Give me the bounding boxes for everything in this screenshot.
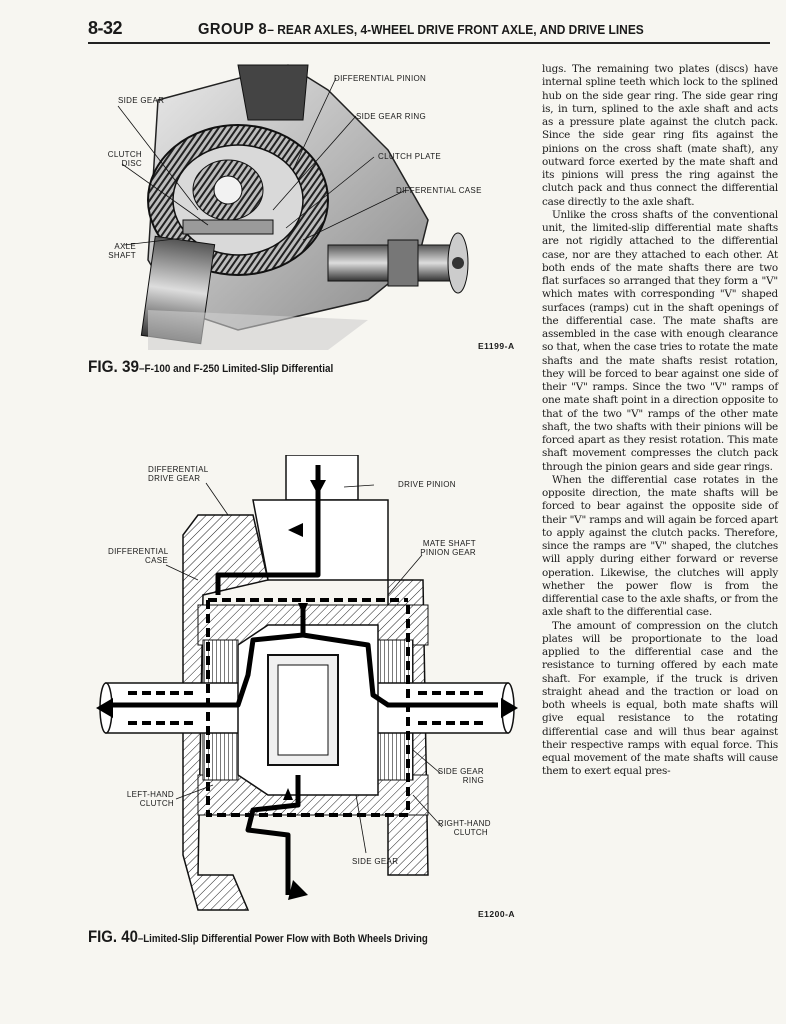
callout-differential-pinion: DIFFERENTIAL PINION bbox=[334, 74, 427, 83]
body-paragraph: lugs. The remaining two plates (discs) h… bbox=[542, 63, 778, 208]
figure-40-code: E1200-A bbox=[478, 909, 516, 919]
figure-40: DIFFERENTIAL DRIVE GEAR DRIVE PINION MAT… bbox=[88, 455, 528, 955]
callout-side-gear-ring: SIDE GEAR RING bbox=[356, 112, 426, 121]
callout-left-hand-clutch: LEFT-HAND CLUTCH bbox=[114, 790, 174, 808]
callout-diff-case-line1: DIFFERENTIAL bbox=[108, 547, 169, 556]
figure-39-caption: FIG. 39–F-100 and F-250 Limited-Slip Dif… bbox=[88, 357, 333, 377]
figure-39-code: E1199-A bbox=[478, 341, 515, 351]
group-subject: – REAR AXLES, 4-WHEEL DRIVE FRONT AXLE, … bbox=[267, 22, 644, 37]
body-paragraph: The amount of compression on the clutch … bbox=[542, 619, 778, 778]
page-number: 8-32 bbox=[88, 18, 123, 38]
header-rule bbox=[88, 42, 770, 44]
callout-diff-case-line2: CASE bbox=[145, 556, 168, 565]
limited-slip-differential-cutaway-illustration bbox=[117, 64, 469, 350]
callout-mate-shaft-line1: MATE SHAFT bbox=[422, 539, 476, 548]
callout-differential-drive-gear: DIFFERENTIAL DRIVE GEAR bbox=[148, 465, 209, 483]
figure-40-caption: FIG. 40–Limited-Slip Differential Power … bbox=[88, 927, 428, 947]
callout-side-gear: SIDE GEAR bbox=[352, 857, 399, 866]
callout-left-clutch-line1: LEFT-HAND bbox=[126, 790, 174, 799]
group-label: GROUP 8 bbox=[198, 21, 268, 38]
callout-mate-shaft-pinion-gear: MATE SHAFT PINION GEAR bbox=[406, 539, 476, 557]
power-flow-diagram bbox=[96, 455, 518, 911]
callout-right-clutch-line2: CLUTCH bbox=[453, 828, 488, 837]
callout-side-gear-ring-line1: SIDE GEAR bbox=[437, 767, 484, 776]
callout-clutch-plate: CLUTCH PLATE bbox=[378, 152, 442, 161]
callout-left-clutch-line2: CLUTCH bbox=[139, 799, 174, 808]
body-text-column: lugs. The remaining two plates (discs) h… bbox=[542, 63, 778, 779]
body-paragraph: Unlike the cross shafts of the conventio… bbox=[542, 208, 778, 473]
callout-clutch-disc: CLUTCH DISC bbox=[102, 150, 142, 168]
figure-39: DIFFERENTIAL PINION SIDE GEAR SIDE GEAR … bbox=[88, 60, 528, 390]
callout-axle-shaft-line2: SHAFT bbox=[108, 251, 136, 260]
callout-drive-gear-line1: DIFFERENTIAL bbox=[148, 465, 209, 474]
body-paragraph: When the differential case rotates in th… bbox=[542, 473, 778, 619]
callout-drive-gear-line2: DRIVE GEAR bbox=[148, 474, 201, 483]
callout-axle-shaft: AXLE SHAFT bbox=[102, 242, 136, 260]
page-header: 8-32 GROUP 8– REAR AXLES, 4-WHEEL DRIVE … bbox=[88, 14, 770, 44]
callout-side-gear: SIDE GEAR bbox=[118, 96, 165, 105]
callout-mate-shaft-line2: PINION GEAR bbox=[420, 548, 476, 557]
callout-side-gear-ring: SIDE GEAR RING bbox=[434, 767, 484, 785]
running-title: GROUP 8– REAR AXLES, 4-WHEEL DRIVE FRONT… bbox=[198, 21, 644, 39]
callout-right-clutch-line1: RIGHT-HAND bbox=[438, 819, 491, 828]
callout-drive-pinion: DRIVE PINION bbox=[398, 480, 456, 489]
callout-clutch-disc-line1: CLUTCH bbox=[107, 150, 142, 159]
callout-side-gear-ring-line2: RING bbox=[462, 776, 484, 785]
callout-axle-shaft-line1: AXLE bbox=[114, 242, 136, 251]
callout-right-hand-clutch: RIGHT-HAND CLUTCH bbox=[438, 819, 491, 837]
callout-differential-case: DIFFERENTIAL CASE bbox=[108, 547, 168, 565]
figure-40-caption-text: –Limited-Slip Differential Power Flow wi… bbox=[137, 933, 428, 945]
figure-39-caption-text: –F-100 and F-250 Limited-Slip Differenti… bbox=[139, 363, 334, 375]
figure-39-label: FIG. 39 bbox=[88, 357, 140, 376]
callout-clutch-disc-line2: DISC bbox=[121, 159, 142, 168]
callout-differential-case: DIFFERENTIAL CASE bbox=[396, 186, 482, 195]
figure-40-label: FIG. 40 bbox=[88, 927, 138, 946]
